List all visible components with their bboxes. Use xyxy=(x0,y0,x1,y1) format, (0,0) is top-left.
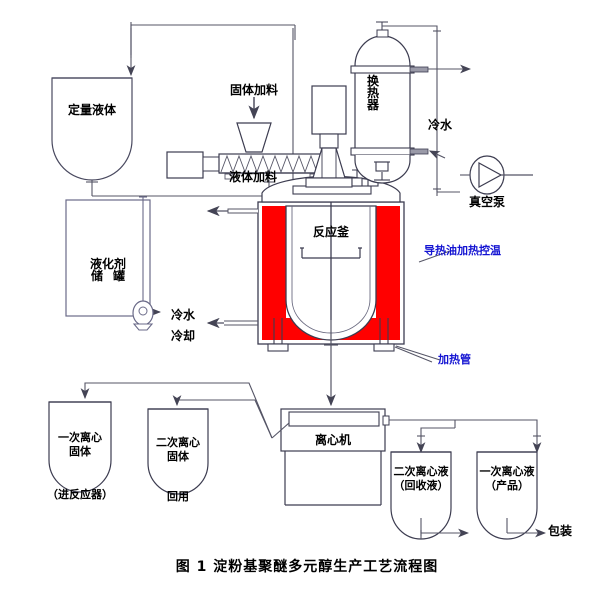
dosing-liquid-tank xyxy=(51,77,133,181)
reactor-legs xyxy=(258,318,404,352)
centrifuge-label: 离心机 xyxy=(314,433,351,447)
reactor-label: 反应釜 xyxy=(312,225,349,239)
pipe-top-header xyxy=(130,24,295,55)
product-outlet-lines xyxy=(420,518,547,538)
packaging-label: 包装 xyxy=(548,524,573,538)
dosing-tank-outlet xyxy=(86,180,293,197)
liquid-feed-label: 液体加料 xyxy=(228,170,277,184)
line-to-first-solid-tank xyxy=(80,382,273,439)
cooling-water-label: 冷水 xyxy=(170,308,195,322)
liquefier-storage-tank xyxy=(65,199,162,317)
dosing-liquid-tank-label: 定量液体 xyxy=(67,103,116,117)
second-solid-tank-sublabel: 回用 xyxy=(167,490,189,503)
cold-water-arrow xyxy=(428,150,446,159)
cooling-water-inlet xyxy=(206,317,258,329)
heating-tube-annotation: 加热管 xyxy=(438,353,471,366)
first-solid-tank-label-line1: 一次离心 xyxy=(58,431,102,444)
pipe-network xyxy=(126,22,296,77)
first-centrifuge-liquid-tank xyxy=(476,451,538,540)
solids-discharge-lines xyxy=(80,382,290,439)
first-centrifuge-solid-tank xyxy=(48,401,112,493)
reactor-discharge-line xyxy=(324,320,338,407)
cooling-label: 冷却 xyxy=(170,329,195,343)
second-liquid-tank-label-line2: （回收液） xyxy=(393,479,449,492)
centrifugal-pump-symbol xyxy=(132,196,154,331)
liquids-discharge-lines xyxy=(389,419,542,454)
line-to-second-solid-tank xyxy=(172,395,273,439)
annotation-leaders xyxy=(394,250,451,363)
vacuum-line xyxy=(382,25,472,196)
heating-jacket-left xyxy=(262,206,286,340)
liquefier-tank-label-line1: 液化剂 xyxy=(89,257,126,271)
second-centrifuge-solid-tank xyxy=(147,408,209,495)
second-solid-tank-label-line2: 固体 xyxy=(167,450,189,463)
first-liquid-tank-label-line2: （产品） xyxy=(485,479,529,492)
first-solid-tank-label-line2: 固体 xyxy=(69,445,91,458)
screw-conveyor xyxy=(166,151,332,181)
thermal-oil-annotation: 导热油加热控温 xyxy=(424,244,501,257)
figure-caption: 图 1 淀粉基聚醚多元醇生产工艺流程图 xyxy=(175,559,439,575)
reactor-left-outlet xyxy=(206,205,258,217)
exchanger-bottom-connection xyxy=(374,161,390,181)
agitator-motor xyxy=(305,85,353,188)
first-solid-tank-sublabel: （进反应器） xyxy=(47,488,113,501)
leader-thermal-oil xyxy=(418,250,451,263)
vacuum-pump-symbol xyxy=(460,155,533,195)
first-liquid-tank-label-line1: 一次离心液 xyxy=(479,465,535,478)
vacuum-pump-label: 真空泵 xyxy=(468,195,505,209)
solid-feed-label: 固体加料 xyxy=(229,83,278,97)
second-liquid-tank-label-line1: 二次离心液 xyxy=(393,465,449,478)
centrifuge-unit xyxy=(280,408,390,506)
heating-jacket-right xyxy=(376,206,400,340)
heat-exchanger-label: 换热器 xyxy=(366,74,379,112)
leader-heating-tube xyxy=(395,345,441,361)
heat-exchanger-vessel xyxy=(350,21,429,184)
cold-water-exchanger-label: 冷水 xyxy=(427,118,452,132)
liquefier-tank-label-line2: 储罐 xyxy=(90,269,135,283)
second-solid-tank-label-line1: 二次离心 xyxy=(156,436,200,449)
solid-feed-hopper xyxy=(236,97,272,153)
